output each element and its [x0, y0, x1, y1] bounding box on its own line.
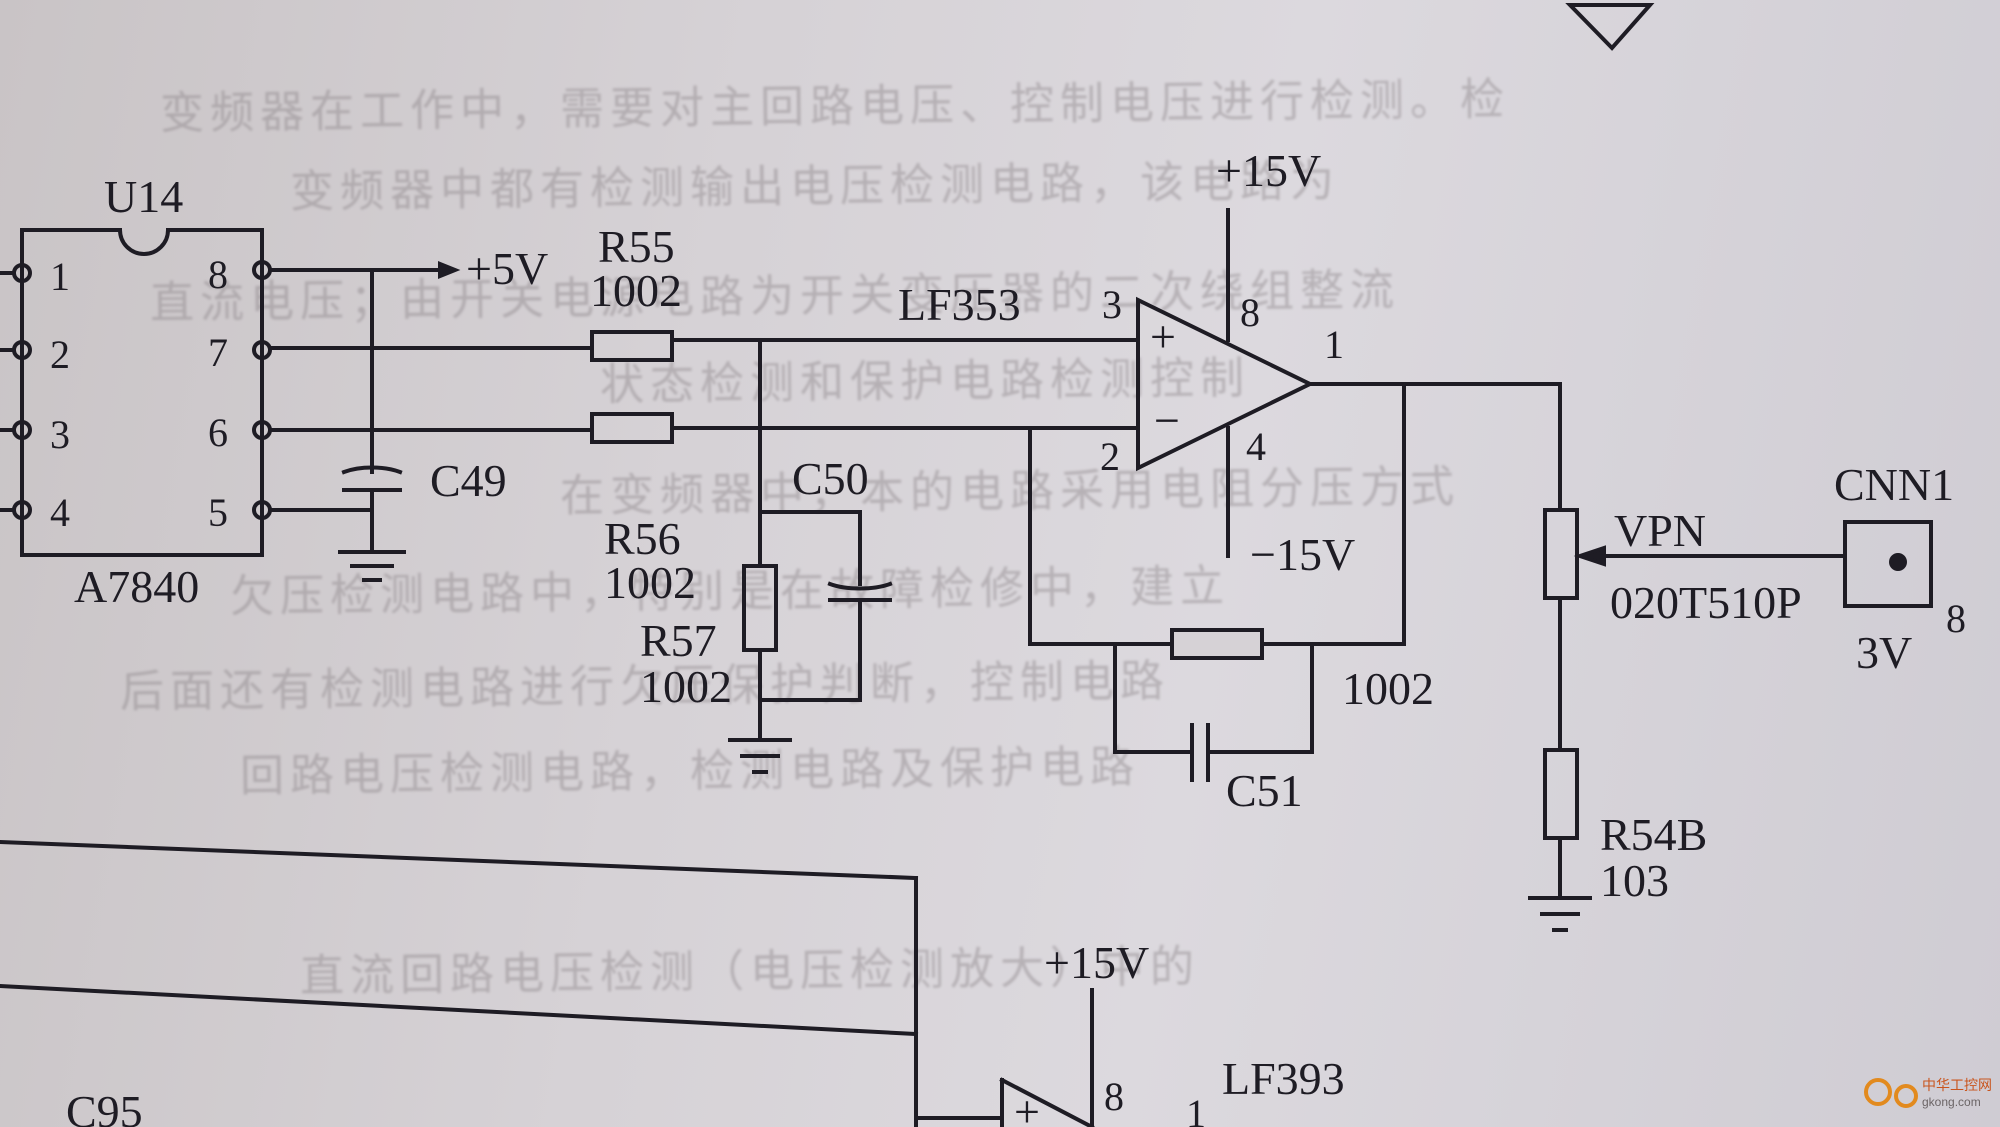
r56-value: 1002: [604, 557, 696, 608]
lf393-pin-1: 1: [1186, 1091, 1206, 1127]
r57-value: 1002: [640, 661, 732, 712]
u14-chip-body: [20, 228, 264, 557]
lower-wires: [0, 839, 1004, 1127]
u14-designator: U14: [104, 171, 183, 222]
lf353-pin-8: 8: [1240, 290, 1260, 335]
lf353-pin-1: 1: [1324, 322, 1344, 367]
lf353-part-number: LF353: [898, 279, 1021, 330]
u14-pin-1: 1: [50, 254, 70, 299]
r54b-value: 103: [1600, 855, 1669, 906]
ground-symbol-r57: [728, 738, 792, 774]
wiper-arrow: [1573, 545, 1847, 567]
lf353-opamp: [1136, 208, 1562, 558]
plus15v-top-label: +15V: [1216, 145, 1321, 196]
lf353-pin-2: 2: [1100, 434, 1120, 479]
u14-pin-4: 4: [50, 490, 70, 535]
lf393-part-number: LF393: [1222, 1053, 1345, 1104]
lf393-plus-sign: +: [1014, 1086, 1040, 1127]
ground-symbol-r54b: [1528, 896, 1592, 932]
minus15v-label: −15V: [1250, 529, 1355, 580]
lf353-plus-sign: +: [1150, 311, 1176, 362]
r54b-designator: R54B: [1600, 809, 1707, 860]
c49-capacitor: [268, 268, 403, 554]
lf393-pin-8: 8: [1104, 1074, 1124, 1119]
u14-pin-3: 3: [50, 412, 70, 457]
lf353-pin-4: 4: [1246, 424, 1266, 469]
u14-left-pins: [0, 263, 32, 520]
pot-part-number: 020T510P: [1610, 577, 1802, 628]
r56-designator: R56: [604, 513, 681, 564]
u14-part-number: A7840: [74, 561, 199, 612]
lf353-pin-3: 3: [1102, 282, 1122, 327]
u14-pin-2: 2: [50, 332, 70, 377]
r55-designator: R55: [598, 221, 675, 272]
r55-resistor: [268, 330, 1140, 362]
r55-value: 1002: [590, 265, 682, 316]
u14-pin-8: 8: [208, 252, 228, 297]
watermark-text: 中华工控网: [1922, 1077, 1992, 1093]
u14-pin-7: 7: [208, 330, 228, 375]
watermark-logo: 中华工控网 gkong.com: [1864, 1077, 1992, 1109]
ground-symbol-c49: [338, 550, 406, 582]
u14-pin-5: 5: [208, 490, 228, 535]
watermark-url: gkong.com: [1922, 1095, 1981, 1109]
lf393-opamp: [999, 988, 1095, 1127]
plus5v-net: [268, 261, 461, 279]
c95-label: C95: [66, 1086, 143, 1127]
feedback-resistor-value: 1002: [1342, 663, 1434, 714]
r57-c50-network: [742, 338, 893, 742]
potentiometer-chain: [1543, 382, 1579, 900]
u14-pin-6: 6: [208, 410, 228, 455]
c50-label: C50: [792, 453, 869, 504]
partial-ground-symbol: [1565, 2, 1655, 51]
r56-resistor: [268, 412, 1140, 444]
cnn1-voltage: 3V: [1856, 627, 1912, 678]
r57-designator: R57: [640, 615, 717, 666]
c49-label: C49: [430, 455, 507, 506]
plus15v-bottom-label: +15V: [1044, 937, 1149, 988]
cnn1-designator: CNN1: [1834, 459, 1954, 510]
feedback-network: [1028, 382, 1406, 782]
vpn-net-label: VPN: [1614, 505, 1706, 556]
cnn1-pin: 8: [1946, 596, 1966, 641]
plus5v-label: +5V: [466, 243, 548, 294]
lf353-minus-sign: −: [1154, 395, 1180, 446]
c51-label: C51: [1226, 765, 1303, 816]
cnn1-connector: [1843, 520, 1933, 608]
